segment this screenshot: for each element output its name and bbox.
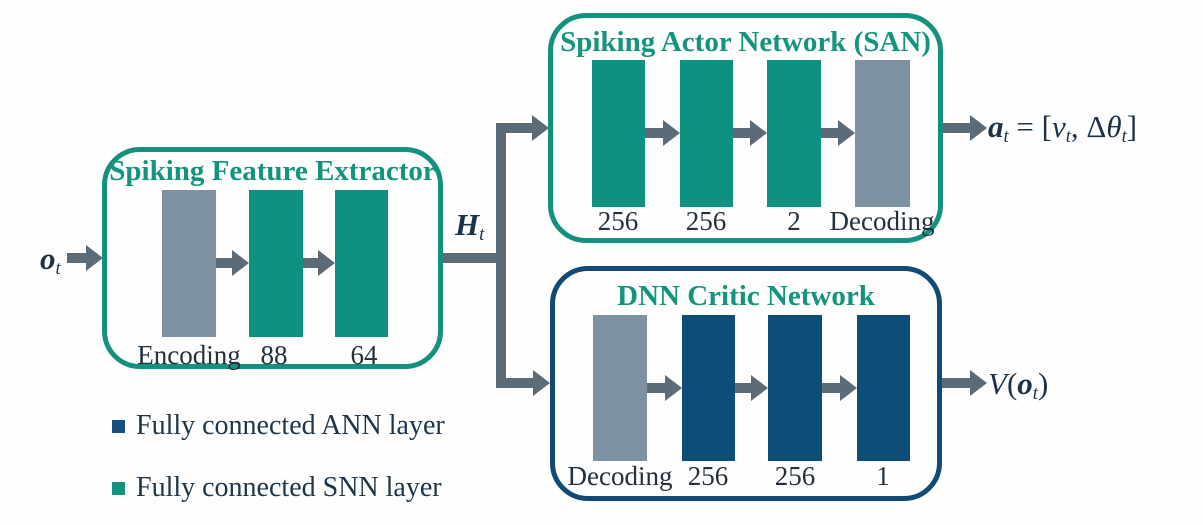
layer-arrow bbox=[303, 250, 335, 276]
actor-output-arrow bbox=[943, 115, 987, 141]
arrow-shaft bbox=[733, 128, 750, 138]
snn-layer-swatch-icon bbox=[112, 481, 125, 495]
feature-extractor-box bbox=[102, 147, 443, 369]
arrow-head-icon bbox=[840, 375, 857, 401]
arrow-head-icon bbox=[232, 250, 249, 276]
feature-encoding-layer-bar bbox=[162, 190, 216, 337]
layer-label-encoding: Encoding bbox=[137, 340, 241, 370]
critic-ann-layer-bar-1 bbox=[857, 315, 910, 461]
hidden-state-label: Ht bbox=[455, 207, 485, 246]
arrow-head-icon bbox=[665, 375, 682, 401]
arrow-shaft bbox=[735, 383, 751, 393]
arrow-shaft bbox=[216, 258, 232, 268]
layer-label-256: 256 bbox=[597, 206, 639, 236]
arrow-head-icon bbox=[750, 120, 767, 146]
branch-arrow-critic bbox=[496, 370, 550, 396]
layer-label-256: 256 bbox=[774, 461, 816, 491]
legend-item-snn: Fully connected SNN layer bbox=[112, 472, 442, 503]
layer-label-64: 64 bbox=[350, 340, 378, 370]
layer-label-1: 1 bbox=[876, 461, 890, 491]
layer-arrow bbox=[216, 250, 249, 276]
layer-arrow bbox=[733, 120, 767, 146]
arrow-shaft bbox=[821, 128, 838, 138]
arrow-head-icon bbox=[838, 120, 855, 146]
arrow-shaft bbox=[303, 258, 318, 268]
critic-output-arrow bbox=[942, 370, 987, 396]
critic-network-title: DNN Critic Network bbox=[617, 280, 875, 312]
feature-extractor-title: Spiking Feature Extractor bbox=[109, 155, 436, 187]
arrow-head-icon bbox=[532, 115, 549, 141]
arrow-shaft bbox=[645, 128, 663, 138]
actor-output-label: at = [vt, Δθt] bbox=[988, 109, 1138, 148]
arrow-shaft bbox=[496, 378, 533, 388]
ann-layer-swatch-icon bbox=[112, 419, 125, 433]
layer-arrow bbox=[647, 375, 682, 401]
connector-line-horizontal bbox=[443, 253, 506, 263]
legend-item-ann: Fully connected ANN layer bbox=[112, 410, 445, 441]
actor-network-title: Spiking Actor Network (SAN) bbox=[560, 26, 931, 58]
layer-label-decoding: Decoding bbox=[567, 461, 673, 491]
branch-arrow-actor bbox=[496, 115, 549, 141]
feature-snn-layer-bar-64 bbox=[335, 190, 388, 337]
arrow-shaft bbox=[496, 123, 532, 133]
actor-network-box bbox=[548, 13, 943, 243]
connector-line-vertical bbox=[496, 123, 506, 388]
legend-label-snn: Fully connected SNN layer bbox=[136, 472, 442, 503]
layer-label-decoding: Decoding bbox=[829, 206, 935, 236]
arrow-shaft bbox=[822, 383, 840, 393]
input-observation-label: ot bbox=[40, 241, 61, 280]
actor-decoding-layer-bar bbox=[855, 60, 910, 207]
layer-arrow bbox=[735, 375, 768, 401]
arrow-head-icon bbox=[751, 375, 768, 401]
arrow-shaft bbox=[647, 383, 665, 393]
layer-arrow bbox=[821, 120, 855, 146]
arrow-shaft bbox=[67, 253, 86, 263]
arrow-shaft bbox=[942, 378, 970, 388]
feature-snn-layer-bar-88 bbox=[249, 190, 303, 337]
critic-decoding-layer-bar bbox=[593, 315, 647, 461]
layer-arrow bbox=[822, 375, 857, 401]
arrow-head-icon bbox=[663, 120, 680, 146]
arrow-head-icon bbox=[970, 370, 987, 396]
arrow-shaft bbox=[943, 123, 970, 133]
actor-snn-layer-bar-256a bbox=[592, 60, 645, 207]
arrow-head-icon bbox=[86, 245, 103, 271]
actor-snn-layer-bar-2 bbox=[767, 60, 821, 207]
layer-arrow bbox=[645, 120, 680, 146]
arrow-head-icon bbox=[318, 250, 335, 276]
actor-snn-layer-bar-256b bbox=[680, 60, 733, 207]
legend-label-ann: Fully connected ANN layer bbox=[136, 410, 445, 441]
layer-label-2: 2 bbox=[787, 206, 801, 236]
arrow-head-icon bbox=[533, 370, 550, 396]
layer-label-256: 256 bbox=[685, 206, 727, 236]
input-arrow bbox=[67, 245, 103, 271]
layer-label-256: 256 bbox=[687, 461, 729, 491]
critic-ann-layer-bar-256a bbox=[682, 315, 735, 461]
critic-output-label: V(ot) bbox=[988, 366, 1049, 405]
arrow-head-icon bbox=[970, 115, 987, 141]
critic-ann-layer-bar-256b bbox=[768, 315, 822, 461]
critic-network-box bbox=[550, 266, 942, 501]
layer-label-88: 88 bbox=[260, 340, 288, 370]
